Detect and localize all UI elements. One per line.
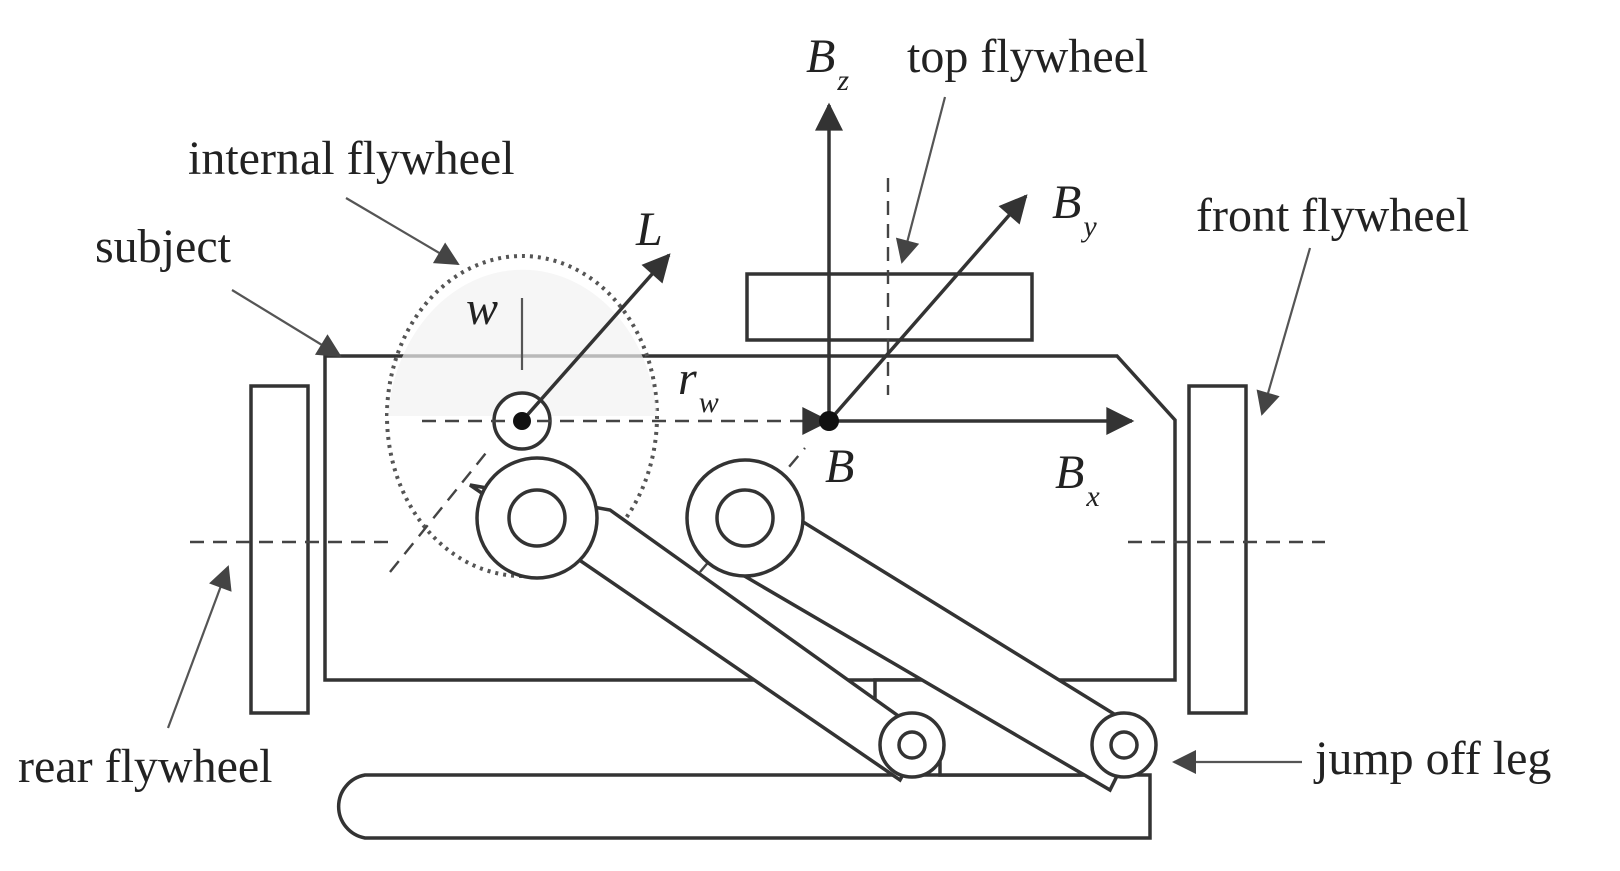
w-symbol: w [466, 282, 498, 335]
rw-symbol: rw [678, 352, 719, 419]
bx-symbol: Bx [1055, 446, 1100, 513]
front-flywheel-pointer [1256, 247, 1312, 416]
front-flywheel [1187, 384, 1248, 715]
subject-label: subject [95, 220, 232, 273]
rear-flywheel [249, 384, 310, 715]
top-flywheel [745, 272, 1034, 342]
jump-off-leg-label: jump off leg [1313, 732, 1551, 785]
front-flywheel-label: front flywheel [1196, 189, 1469, 242]
upper-leg [469, 456, 946, 783]
jump-off-leg [685, 458, 1158, 793]
bz-symbol: Bz [806, 30, 849, 97]
body-origin-dot [819, 411, 839, 431]
rear-flywheel-pointer [166, 565, 232, 729]
l-vector [520, 253, 671, 423]
base-plate [336, 773, 1152, 840]
top-flywheel-label: top flywheel [907, 30, 1148, 83]
b-symbol: B [825, 440, 854, 493]
internal-flywheel-center-dot [513, 412, 531, 430]
rear-flywheel-label: rear flywheel [18, 740, 273, 793]
subject-pointer [231, 289, 342, 358]
top-flywheel-pointer [895, 96, 947, 264]
by-symbol: By [1052, 176, 1097, 243]
internal-flywheel-diagonal-axis [389, 447, 491, 573]
internal-flywheel-pointer [345, 197, 460, 266]
l-symbol: L [635, 203, 663, 256]
internal-flywheel-label: internal flywheel [188, 132, 515, 185]
by-axis [827, 194, 1028, 423]
